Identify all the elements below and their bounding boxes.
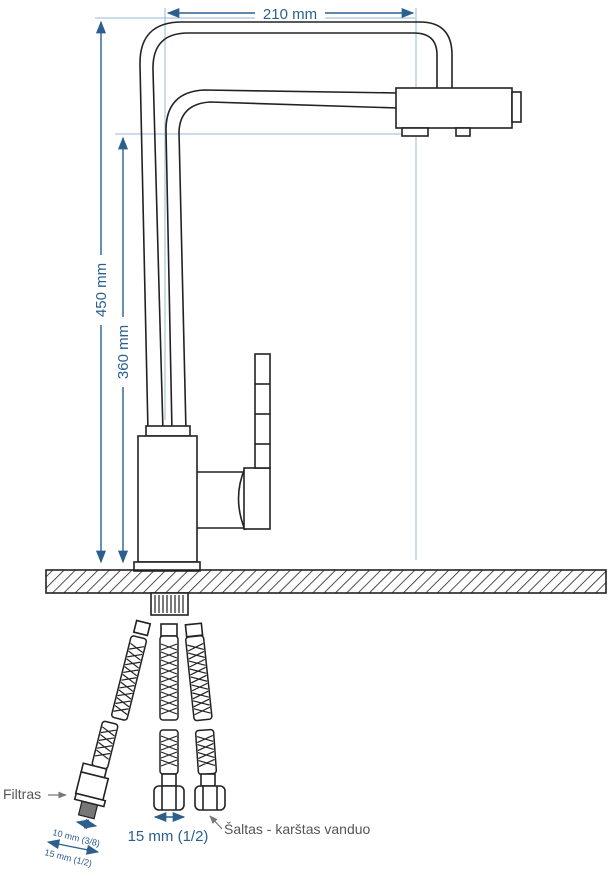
hose-filter <box>73 619 152 820</box>
dimension-filter-small-line <box>75 818 98 830</box>
dimension-filter-large-text: 15 mm (1/2) <box>44 847 93 868</box>
water-lines-label-arrow <box>209 815 223 830</box>
dimension-connector-text: 15 mm (1/2) <box>128 828 209 845</box>
countertop <box>45 569 607 594</box>
dimension-height-spout-text: 360 mm <box>115 325 132 379</box>
dimension-width-text: 210 mm <box>263 6 317 23</box>
lever-handle <box>254 353 271 469</box>
lever-joint-curve <box>237 467 246 531</box>
spout-lower-tube-inner <box>178 101 399 433</box>
spout-nozzle-right <box>455 127 471 137</box>
spout-nozzle-left <box>401 127 429 137</box>
dimension-height-total-text: 450 mm <box>93 263 110 317</box>
water-lines-label: Šaltas - karštas vanduo <box>224 821 371 837</box>
filter-label: Filtras <box>3 786 41 802</box>
hose-cold <box>153 623 185 811</box>
lever-hub <box>243 467 271 530</box>
dimension-filter-small-text: 10 mm (3/8) <box>52 827 101 848</box>
spout-tube-outer <box>139 21 453 433</box>
body-collar <box>145 425 191 437</box>
spout-head-cap <box>511 91 522 123</box>
shank-threads <box>154 595 184 613</box>
dimension-filter-large-line <box>46 839 100 855</box>
spout-lower-tube-outer <box>165 89 399 433</box>
hose-hot <box>184 622 226 811</box>
spout-tube-inner <box>152 32 438 433</box>
spout-head <box>395 87 513 129</box>
faucet-body <box>137 435 198 563</box>
